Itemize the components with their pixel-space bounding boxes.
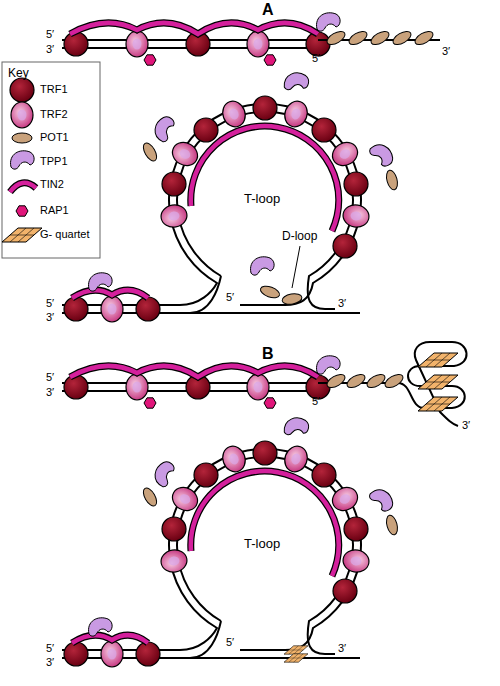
strand-end: 3′	[462, 420, 470, 431]
legend-text: G- quartet	[40, 229, 90, 240]
strand-end: 5′	[46, 643, 54, 654]
strand-end: 5′	[226, 292, 234, 303]
legend-text: POT1	[40, 132, 69, 143]
strand-end: 5′	[46, 372, 54, 383]
panel-b-illustration	[62, 342, 467, 667]
legend-text: TPP1	[40, 156, 68, 167]
strand-end: 3′	[46, 312, 54, 323]
legend-text: RAP1	[40, 205, 69, 216]
panel-letter: A	[262, 2, 274, 18]
legend-text: TRF2	[40, 109, 68, 120]
panel-letter: B	[262, 346, 274, 362]
strand-end: 3′	[442, 46, 450, 57]
strand-end: 5′	[312, 396, 320, 407]
loop-label: D-loop	[282, 230, 317, 242]
strand-end: 3′	[46, 387, 54, 398]
strand-end: 3′	[46, 657, 54, 668]
loop-label: T-loop	[244, 537, 280, 550]
strand-end: 5′	[312, 53, 320, 64]
loop-label: T-loop	[244, 192, 280, 205]
panel-a-illustration	[62, 13, 440, 322]
key-title: Key	[8, 67, 29, 79]
strand-end: 5′	[46, 29, 54, 40]
strand-end: 3′	[338, 298, 346, 309]
legend-text: TRF1	[40, 84, 68, 95]
strand-end: 3′	[338, 643, 346, 654]
key-box	[2, 62, 100, 258]
strand-end: 5′	[226, 637, 234, 648]
strand-end: 5′	[46, 298, 54, 309]
strand-end: 3′	[46, 44, 54, 55]
legend-text: TIN2	[40, 179, 64, 190]
